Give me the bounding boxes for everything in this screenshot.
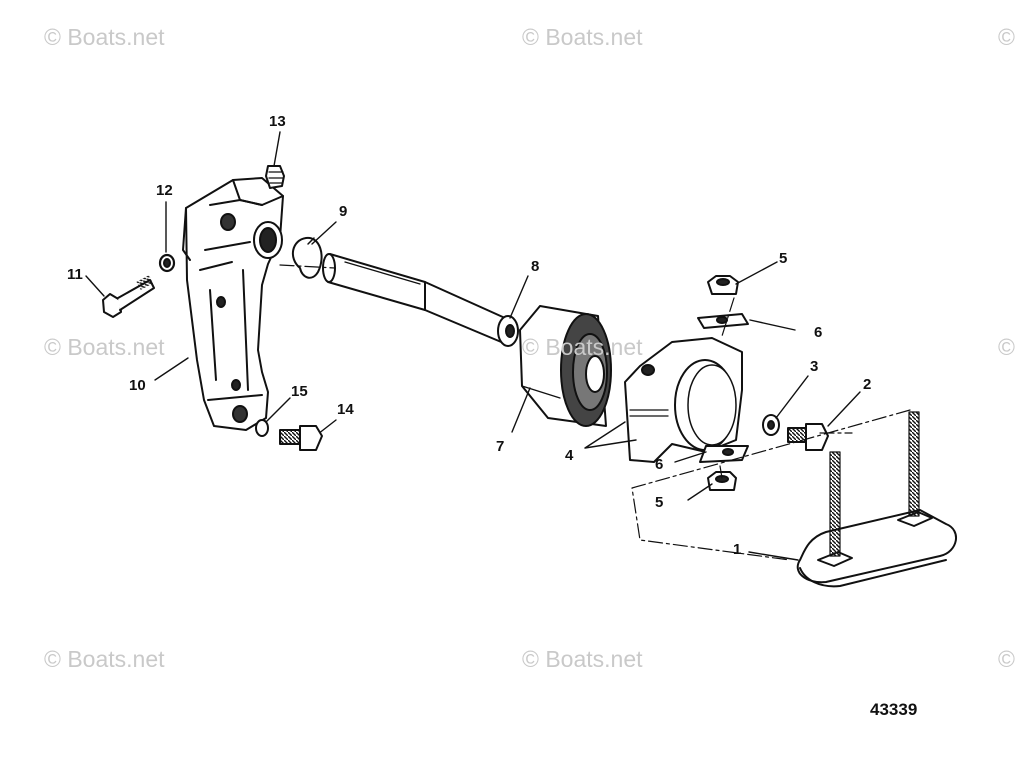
pivot-shaft — [322, 253, 519, 347]
watermark: © — [998, 24, 1015, 50]
callout-11: 11 — [67, 266, 83, 283]
callout-13: 13 — [269, 113, 286, 130]
callout-5-top: 5 — [779, 250, 788, 267]
bolt-14 — [279, 425, 323, 451]
callout-9: 9 — [339, 203, 348, 220]
washer-15 — [255, 419, 269, 437]
watermark: © Boats.net — [44, 24, 165, 50]
diagram-id: 43339 — [870, 700, 918, 719]
snap-ring — [291, 236, 323, 279]
callout-10: 10 — [129, 377, 146, 394]
watermark: © — [998, 334, 1015, 360]
watermark: © Boats.net — [44, 646, 165, 672]
mounting-bracket — [182, 177, 284, 431]
callout-14: 14 — [337, 401, 354, 418]
watermark: © Boats.net — [522, 646, 643, 672]
callout-8: 8 — [531, 258, 540, 275]
clamp-block — [624, 337, 749, 463]
callout-6-bottom: 6 — [655, 456, 664, 473]
callout-2: 2 — [863, 376, 872, 393]
nut-bottom — [707, 471, 737, 491]
callout-6-top: 6 — [814, 324, 823, 341]
top-nut — [265, 165, 285, 189]
callout-12: 12 — [156, 182, 173, 199]
callout-4: 4 — [565, 447, 574, 464]
watermark: © Boats.net — [522, 24, 643, 50]
callout-3: 3 — [810, 358, 819, 375]
watermark: © — [998, 646, 1015, 672]
callout-1: 1 — [733, 541, 742, 558]
base-plate — [796, 411, 957, 588]
callout-7: 7 — [496, 438, 505, 455]
bolt-11 — [102, 275, 155, 318]
callout-15: 15 — [291, 383, 308, 400]
nut-top — [707, 275, 739, 295]
bolt-2 — [787, 423, 829, 451]
watermark: © Boats.net — [44, 334, 165, 360]
rubber-bushing — [519, 305, 612, 427]
callout-5-bottom: 5 — [655, 494, 664, 511]
watermark: © Boats.net — [522, 334, 643, 360]
